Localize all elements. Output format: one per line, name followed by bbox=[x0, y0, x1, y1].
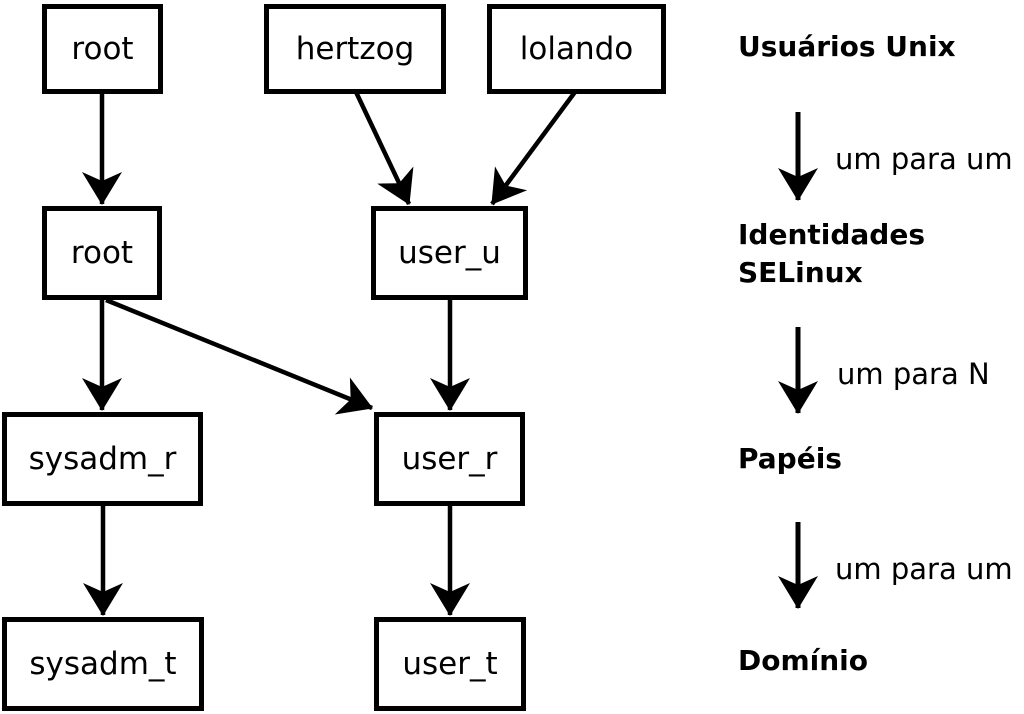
node-sysadm-t: sysadm_t bbox=[2, 617, 204, 711]
node-hertzog: hertzog bbox=[264, 4, 446, 94]
node-sysadm-t-label: sysadm_t bbox=[29, 645, 177, 682]
node-user-u-label: user_u bbox=[398, 234, 501, 271]
edge-root-selinux-to-user-r bbox=[105, 297, 373, 415]
node-root-unix: root bbox=[42, 4, 163, 94]
node-root-selinux: root bbox=[42, 206, 162, 300]
node-sysadm-r: sysadm_r bbox=[2, 412, 203, 506]
node-lolando: lolando bbox=[487, 4, 666, 94]
node-root-selinux-label: root bbox=[70, 234, 134, 271]
node-user-r-label: user_r bbox=[401, 440, 498, 477]
edge-hertzog-to-user-u bbox=[353, 91, 414, 205]
node-user-t-label: user_t bbox=[402, 645, 498, 682]
mapping-label-one-to-one-2: um para um bbox=[835, 552, 1013, 586]
node-user-t: user_t bbox=[374, 617, 526, 711]
level-label-papeis: Papéis bbox=[738, 442, 842, 475]
level-label-dominio: Domínio bbox=[738, 644, 869, 677]
node-root-unix-label: root bbox=[71, 30, 134, 67]
node-user-r: user_r bbox=[374, 412, 525, 506]
node-user-u: user_u bbox=[371, 206, 528, 300]
node-hertzog-label: hertzog bbox=[295, 30, 415, 67]
level-label-usuarios-unix: Usuários Unix bbox=[738, 30, 956, 63]
mapping-label-one-to-one-1: um para um bbox=[835, 142, 1013, 176]
node-lolando-label: lolando bbox=[519, 30, 634, 67]
level-label-identidades-selinux: Identidades SELinux bbox=[738, 218, 926, 289]
node-sysadm-r-label: sysadm_r bbox=[28, 440, 177, 477]
edge-lolando-to-user-u bbox=[490, 90, 577, 206]
mapping-label-one-to-n: um para N bbox=[837, 357, 990, 391]
